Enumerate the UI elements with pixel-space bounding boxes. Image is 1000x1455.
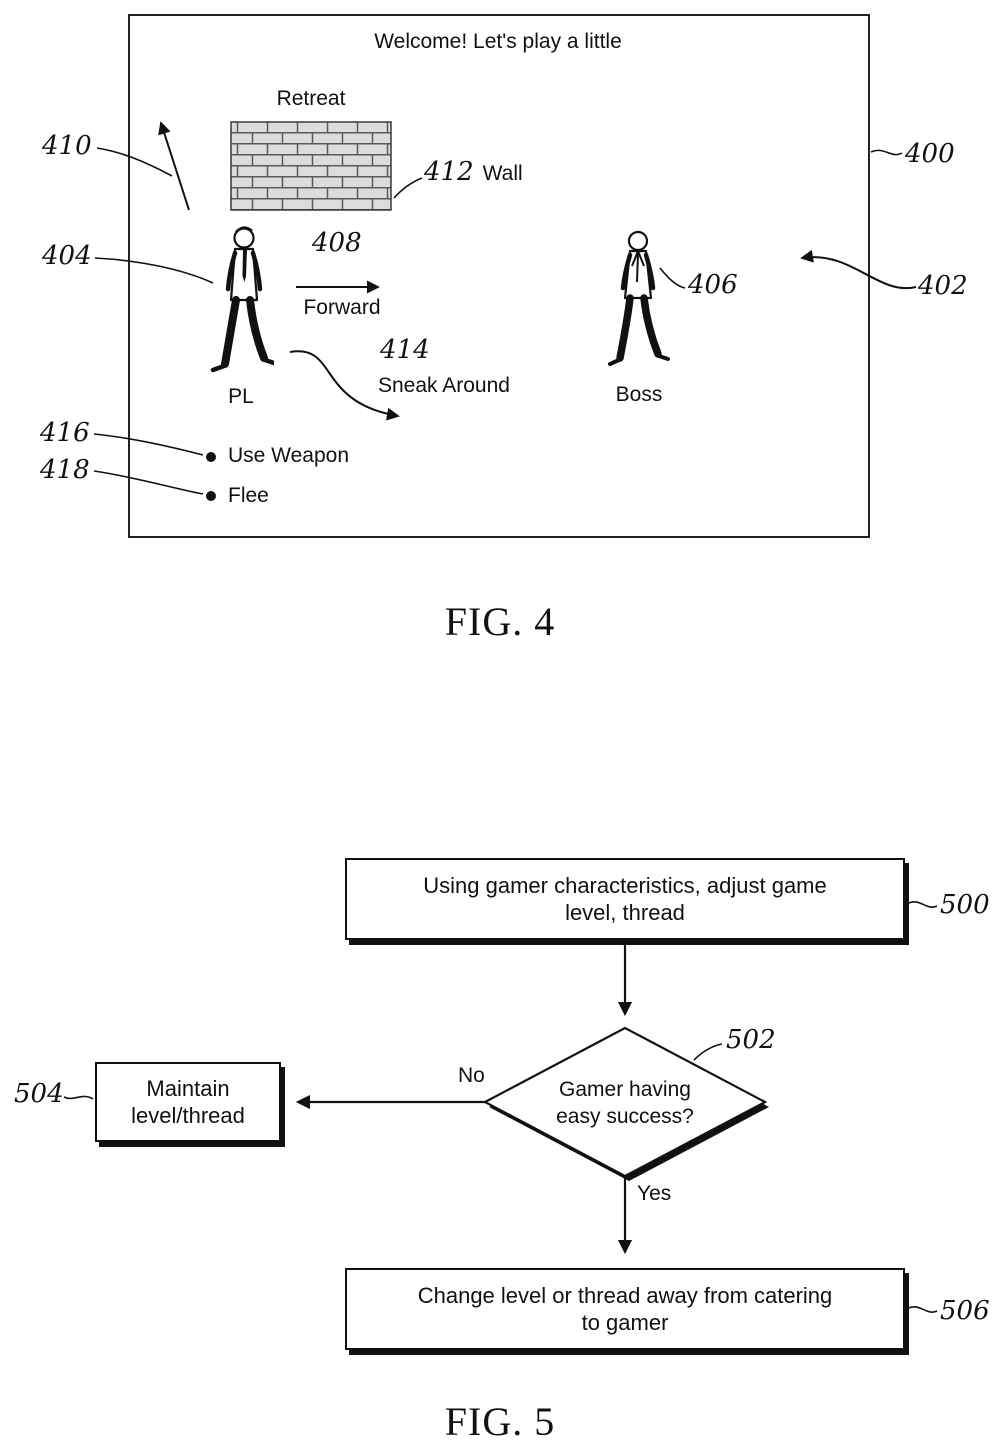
flow-box-506: Change level or thread away from caterin… [345, 1268, 905, 1350]
ref-406: 406 [688, 270, 738, 300]
yes-label: Yes [637, 1182, 672, 1205]
ref-416: 416 [40, 418, 90, 448]
ref-414: 414 [380, 335, 430, 365]
ref-502-leader [693, 1043, 723, 1061]
retreat-label: Retreat [276, 87, 346, 110]
ref-506: 506 [940, 1296, 990, 1326]
fig5-caption: FIG. 5 [444, 1399, 556, 1444]
ref-504: 504 [14, 1079, 64, 1109]
ref-400-leader [870, 149, 903, 156]
ref-504-leader [63, 1095, 94, 1100]
ref-400: 400 [905, 139, 955, 169]
welcome-text: Welcome! Let's play a little [374, 30, 622, 53]
use-weapon-label: Use Weapon [228, 444, 350, 467]
ref-502: 502 [726, 1025, 776, 1055]
sneak-around-label: Sneak Around [378, 374, 510, 397]
player-figure [210, 226, 274, 373]
diamond-502-label: Gamer having easy success? [556, 1078, 694, 1129]
wall-label: Wall [482, 162, 523, 185]
ref-506-leader [908, 1306, 938, 1313]
ref-418: 418 [40, 455, 90, 485]
boss-label: Boss [615, 383, 663, 406]
player-label: PL [228, 385, 254, 408]
ref-410: 410 [42, 131, 92, 161]
flow-box-500: Using gamer characteristics, adjust game… [345, 858, 905, 940]
flow-box-504: Maintain level/thread [95, 1062, 281, 1142]
forward-label: Forward [303, 296, 381, 319]
ref-412: 412 [424, 157, 474, 187]
ref-500-leader [908, 901, 938, 908]
boss-figure [608, 230, 670, 366]
wall-callout: 412 Wall [424, 157, 523, 187]
brick-wall [230, 121, 392, 211]
ref-500: 500 [940, 890, 990, 920]
no-label: No [458, 1064, 485, 1087]
ref-408: 408 [312, 228, 362, 258]
ref-402: 402 [918, 271, 968, 301]
boss-head [627, 230, 649, 252]
flee-label: Flee [228, 484, 269, 507]
ref-404: 404 [42, 241, 92, 271]
fig4-caption: FIG. 4 [444, 599, 556, 644]
